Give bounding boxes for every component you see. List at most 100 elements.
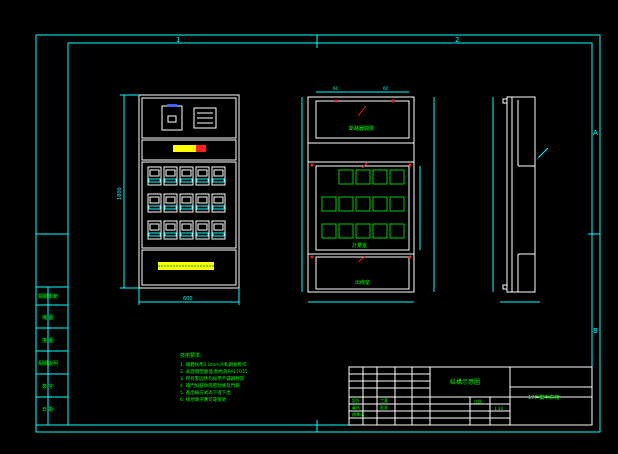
note-line-3: 3. 所有緊固件均採用不鏽鋼材質 (180, 375, 245, 382)
note-line-5: 5. 進出線方式為下進下出 (180, 389, 231, 396)
notes-title: 技術要求: (180, 352, 202, 359)
indicator-strip (173, 145, 203, 152)
note-line-1: 1. 箱體採用2.0mm冷軋鋼板製作 (180, 361, 247, 368)
meter-box (149, 169, 160, 177)
title-block (348, 366, 593, 426)
meter-box (212, 232, 225, 237)
meter-box (355, 196, 371, 212)
strip-cell-3: 描 圖 (42, 337, 54, 344)
meter-box (372, 196, 388, 212)
note-line-4: 4. 箱門加裝防雨密封條及門鎖 (180, 382, 240, 389)
meter-box (196, 232, 209, 237)
meter-box (338, 169, 354, 185)
strip-cell-6: 日 期 (42, 407, 54, 413)
zone-label-1: 1 (176, 36, 180, 44)
meter-box (180, 232, 193, 237)
meter-box (211, 193, 226, 213)
meter-box (163, 166, 178, 186)
meter-box (195, 193, 210, 213)
meter-box (321, 223, 337, 239)
meter-box (212, 205, 225, 210)
meter-box (196, 178, 209, 183)
meter-box (164, 178, 177, 183)
title-row-3: 標準化 (352, 411, 364, 417)
meter-box (197, 196, 208, 204)
meter-box (211, 166, 226, 186)
meter-box (389, 223, 405, 239)
title-row-1: 設計 (352, 397, 360, 403)
title-scale-value: 1:10 (494, 406, 503, 411)
front-view: 1800 600 (117, 94, 240, 305)
meter-box (389, 196, 405, 212)
meter-box (163, 193, 178, 213)
meter-box (164, 232, 177, 237)
meter-box (197, 223, 208, 231)
top-dim-right: 60 (383, 86, 389, 91)
meter-box (148, 178, 161, 183)
zone-label-b: B (593, 327, 598, 335)
title-row-2: 審核 (352, 404, 360, 410)
meter-box (355, 169, 371, 185)
meter-box (196, 205, 209, 210)
breaker-symbol-left (161, 105, 183, 131)
meter-box (213, 169, 224, 177)
meter-box (179, 166, 194, 186)
meter-box (321, 196, 337, 212)
meter-box (212, 178, 225, 183)
meter-box (163, 220, 178, 240)
meter-box (338, 223, 354, 239)
note-line-2: 2. 表面噴塑處理,顏色為RAL7035 (180, 368, 248, 375)
meter-box (389, 169, 405, 185)
title-project: 17戶集中表箱 (528, 394, 559, 401)
top-dim-left: 60 (333, 86, 339, 91)
meter-box (372, 169, 388, 185)
meter-grid-middle (321, 169, 405, 239)
meter-box (147, 166, 162, 186)
meter-box (149, 196, 160, 204)
meter-box (181, 223, 192, 231)
strip-cell-4: 相關說明 (38, 360, 58, 367)
meter-grid-front (147, 166, 226, 240)
meter-box (213, 196, 224, 204)
strip-cell-2: 補 圖 (42, 314, 54, 321)
inner-border (67, 42, 593, 426)
title-drawing-name: 結構示意圖 (450, 378, 480, 386)
meter-box (180, 205, 193, 210)
note-line-6: 6. 接地端子應可靠接地 (180, 396, 227, 403)
meter-box (195, 166, 210, 186)
title-scale-label: 比例 (474, 398, 482, 404)
meter-box (180, 178, 193, 183)
breaker-symbol-right (193, 107, 217, 129)
strip-cell-5: 簽 字 (42, 383, 54, 390)
strip-cell-1: 相關規範 (38, 293, 58, 300)
meter-box (197, 169, 208, 177)
meter-box (165, 223, 176, 231)
meter-box (147, 193, 162, 213)
meter-box (147, 220, 162, 240)
section-label-meter: 計量室 (352, 242, 367, 249)
section-label-breaker: 斷路器開關 (349, 125, 374, 132)
drawing-frame (35, 34, 601, 433)
title-row-4: 工藝 (380, 397, 388, 403)
meter-box (148, 205, 161, 210)
meter-box (165, 169, 176, 177)
meter-box (165, 196, 176, 204)
front-height-dim: 1800 (117, 187, 123, 200)
zone-label-a: A (593, 129, 598, 137)
right-side-view (492, 96, 549, 303)
left-strip (35, 286, 69, 426)
front-body (138, 94, 240, 289)
zone-label-2: 2 (455, 36, 459, 44)
meter-box (179, 220, 194, 240)
technical-notes: 技術要求: 1. 箱體採用2.0mm冷軋鋼板製作 2. 表面噴塑處理,顏色為RA… (180, 352, 248, 403)
meter-box (211, 220, 226, 240)
front-width-dim: 600 (183, 296, 193, 302)
meter-box (195, 220, 210, 240)
meter-box (338, 196, 354, 212)
meter-box (164, 205, 177, 210)
title-row-5: 批准 (380, 404, 388, 410)
meter-box (181, 169, 192, 177)
meter-box (148, 232, 161, 237)
meter-box (149, 223, 160, 231)
